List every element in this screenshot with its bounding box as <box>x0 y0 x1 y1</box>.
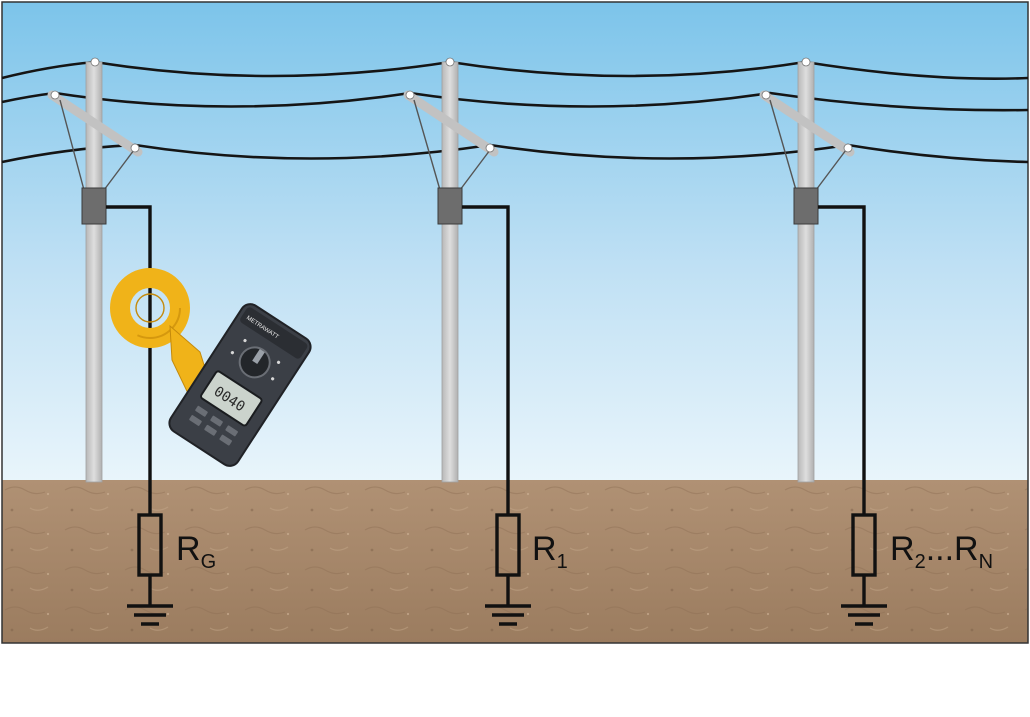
utility-pole-1 <box>47 57 143 483</box>
utility-pole-2 <box>403 57 499 483</box>
sky <box>2 2 1028 482</box>
resistor-label-rg: RG <box>176 530 216 573</box>
ground-circuit-2 <box>462 205 531 626</box>
ground-circuit-3 <box>818 205 887 626</box>
ground-junction-box <box>793 187 819 225</box>
lcd-display <box>200 370 263 427</box>
utility-pole-3 <box>759 57 855 483</box>
clamp-meter: METRAWATT 0040 <box>110 268 312 467</box>
resistor-label-r1: R1 <box>532 530 568 573</box>
ground-junction-box <box>81 187 107 225</box>
ground-circuit-1 <box>106 205 173 626</box>
resistor-label-r2-rn: R2...RN <box>890 530 993 573</box>
ground-junction-box <box>437 187 463 225</box>
